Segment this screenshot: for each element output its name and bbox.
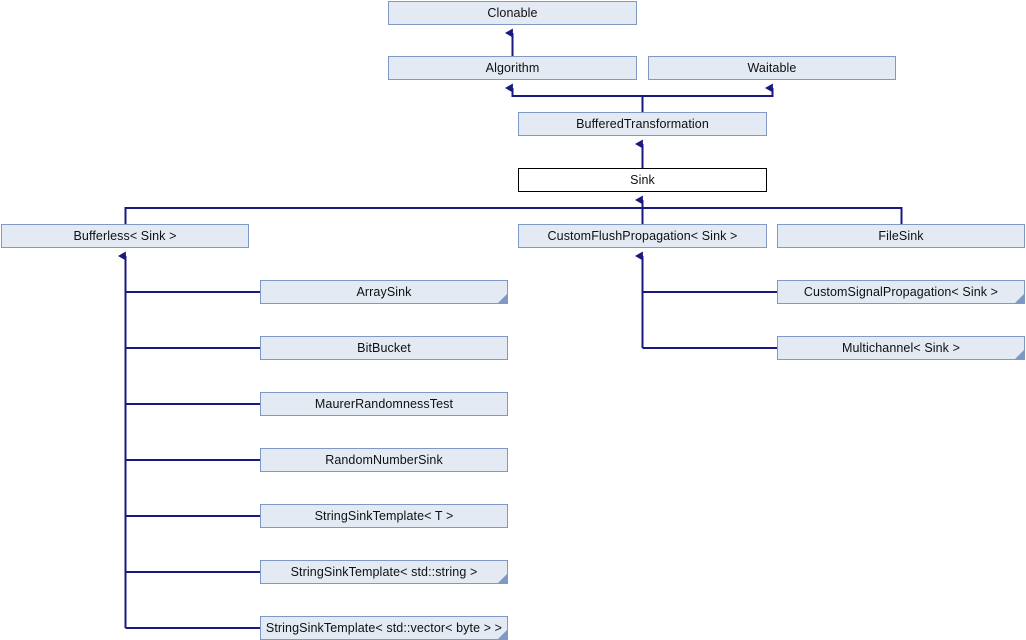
class-node-sink[interactable]: Sink — [518, 168, 767, 192]
class-node-label: FileSink — [878, 229, 924, 243]
class-node-bitbucket[interactable]: BitBucket — [260, 336, 508, 360]
class-node-label: StringSinkTemplate< std::string > — [290, 565, 478, 579]
class-node-stringsinktemplate-string[interactable]: StringSinkTemplate< std::string > — [260, 560, 508, 584]
class-node-waitable[interactable]: Waitable — [648, 56, 896, 80]
class-node-label: BufferedTransformation — [576, 117, 709, 131]
class-node-filesink[interactable]: FileSink — [777, 224, 1025, 248]
class-node-maurerrandomnesstest[interactable]: MaurerRandomnessTest — [260, 392, 508, 416]
class-node-label: StringSinkTemplate< std::vector< byte > … — [265, 621, 503, 635]
class-node-label: Algorithm — [485, 61, 540, 75]
class-node-multichannel-sink[interactable]: Multichannel< Sink > — [777, 336, 1025, 360]
class-node-label: MaurerRandomnessTest — [314, 397, 454, 411]
class-node-bufferless-sink[interactable]: Bufferless< Sink > — [1, 224, 249, 248]
class-node-label: Sink — [630, 173, 655, 187]
edge-row3-bus — [124, 207, 903, 224]
edge-bufxform-waitable — [642, 83, 774, 97]
class-node-label: BitBucket — [357, 341, 411, 355]
class-node-algorithm[interactable]: Algorithm — [388, 56, 637, 80]
edge-bufxform-bus — [511, 88, 644, 112]
class-node-stringsinktemplate-vector-byte[interactable]: StringSinkTemplate< std::vector< byte > … — [260, 616, 508, 640]
class-node-label: StringSinkTemplate< T > — [314, 509, 454, 523]
class-node-label: ArraySink — [356, 285, 412, 299]
class-node-customsignalpropagation-sink[interactable]: CustomSignalPropagation< Sink > — [777, 280, 1025, 304]
class-node-randomnumbersink[interactable]: RandomNumberSink — [260, 448, 508, 472]
class-node-clonable[interactable]: Clonable — [388, 1, 637, 25]
class-node-customflushpropagation-sink[interactable]: CustomFlushPropagation< Sink > — [518, 224, 767, 248]
class-node-label: Waitable — [747, 61, 797, 75]
class-node-label: CustomSignalPropagation< Sink > — [803, 285, 999, 299]
class-node-label: CustomFlushPropagation< Sink > — [547, 229, 738, 243]
class-node-arraysink[interactable]: ArraySink — [260, 280, 508, 304]
class-node-label: Clonable — [487, 6, 538, 20]
class-node-bufferedtransformation[interactable]: BufferedTransformation — [518, 112, 767, 136]
class-node-label: RandomNumberSink — [325, 453, 443, 467]
class-node-label: Bufferless< Sink > — [73, 229, 177, 243]
class-node-label: Multichannel< Sink > — [841, 341, 961, 355]
class-node-stringsinktemplate-t[interactable]: StringSinkTemplate< T > — [260, 504, 508, 528]
